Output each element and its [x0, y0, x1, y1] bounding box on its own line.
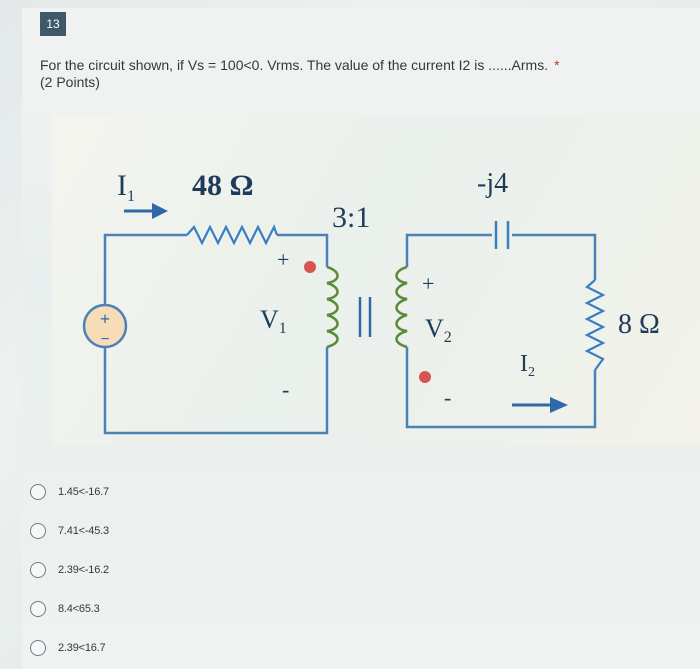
question-body: For the circuit shown, if Vs = 100<0. Vr… — [40, 57, 549, 73]
current-i1-arrow — [124, 203, 168, 219]
v2-label: V2 — [425, 314, 452, 346]
option-4-radio[interactable] — [30, 601, 46, 617]
circuit-diagram: + − I1 48 Ω 3:1 -j4 8 Ω + V1 - + V2 - I2 — [82, 168, 660, 435]
transformer-secondary-coil — [395, 265, 408, 349]
question-points: (2 Points) — [40, 74, 100, 90]
v1-label: V1 — [260, 305, 287, 337]
required-mark: * — [554, 57, 560, 73]
question-text: For the circuit shown, if Vs = 100<0. Vr… — [40, 56, 560, 74]
question-number: 13 — [40, 12, 66, 36]
option-2-label: 7.41<-45.3 — [58, 525, 109, 537]
option-1-label: 1.45<-16.7 — [58, 486, 109, 498]
option-5-label: 2.39<16.7 — [58, 642, 106, 654]
v1-minus: - — [282, 377, 289, 402]
option-4[interactable]: 8.4<65.3 — [30, 599, 100, 619]
resistor-8-ohm — [584, 279, 606, 371]
option-4-label: 8.4<65.3 — [58, 603, 100, 615]
option-3[interactable]: 2.39<-16.2 — [30, 560, 109, 580]
v2-plus: + — [422, 271, 434, 296]
transformer-primary-coil — [326, 265, 339, 349]
option-3-label: 2.39<-16.2 — [58, 564, 109, 576]
option-2[interactable]: 7.41<-45.3 — [30, 521, 109, 541]
source-minus-sign: − — [100, 331, 109, 348]
option-3-radio[interactable] — [30, 562, 46, 578]
option-5[interactable]: 2.39<16.7 — [30, 638, 106, 658]
voltage-source — [82, 303, 128, 349]
capacitor-label: -j4 — [477, 168, 508, 199]
option-1-radio[interactable] — [30, 484, 46, 500]
primary-loop-wires — [103, 233, 597, 435]
resistor-8-label: 8 Ω — [618, 309, 660, 340]
polarity-dot-primary — [304, 261, 316, 273]
option-1[interactable]: 1.45<-16.7 — [30, 482, 109, 502]
turns-ratio-label: 3:1 — [332, 201, 370, 234]
transformer-core — [358, 297, 372, 337]
source-plus-sign: + — [100, 309, 110, 329]
resistor-48-label: 48 Ω — [192, 169, 254, 202]
polarity-dot-secondary — [419, 371, 431, 383]
current-i2-arrow — [512, 397, 568, 413]
current-i1-label: I1 — [117, 169, 135, 205]
option-5-radio[interactable] — [30, 640, 46, 656]
current-i2-label: I2 — [520, 351, 535, 380]
v2-minus: - — [444, 385, 451, 410]
resistor-48-ohm — [186, 224, 279, 246]
capacitor — [494, 221, 510, 249]
option-2-radio[interactable] — [30, 523, 46, 539]
v1-plus: + — [277, 247, 289, 272]
circuit-figure: + − I1 48 Ω 3:1 -j4 8 Ω + V1 - + V2 - I2 — [52, 115, 700, 445]
